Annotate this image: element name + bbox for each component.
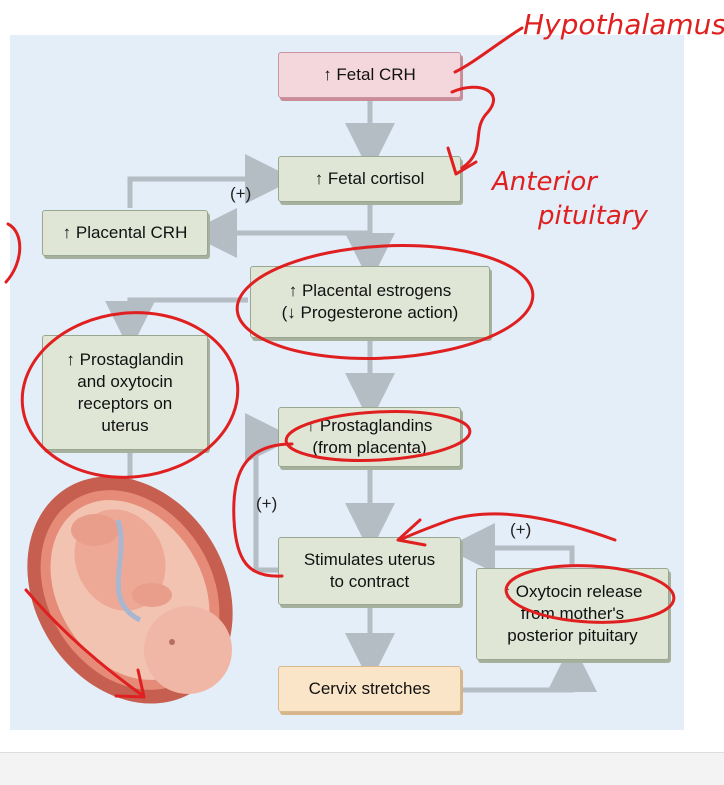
arrow-oxytocin-to-stimulates — [445, 523, 575, 573]
plus-label-prostaglandin: (+) — [256, 494, 278, 513]
plus-label-oxytocin: (+) — [510, 520, 532, 539]
ink-stroke-from-crh — [453, 26, 524, 74]
ink-arrowhead-fetus — [114, 668, 146, 699]
arrow-cervix-to-oxytocin — [462, 642, 597, 693]
bottom-strip — [0, 752, 724, 785]
receptors-line-4: uterus — [101, 415, 149, 435]
fetal-crh-box: ↑ Fetal CRH — [278, 52, 461, 98]
cervix-label: Cervix stretches — [308, 679, 431, 698]
handwritten-pituitary: pituitary — [537, 201, 648, 231]
loop-stimulates-to-prostaglandins — [245, 413, 295, 573]
stimulates-uterus-box: Stimulates uterus to contract — [278, 537, 461, 605]
placental-estrogens-box: ↑ Placental estrogens (↓ Progesterone ac… — [250, 266, 490, 338]
ink-circle-prostaglandins — [284, 410, 472, 462]
plus-label-cortisol: (+) — [230, 184, 252, 203]
ink-circle-receptors — [20, 311, 240, 479]
fetal-cortisol-box: ↑ Fetal cortisol — [278, 156, 461, 202]
placental-estrogens-line-1: ↑ Placental estrogens — [288, 281, 452, 300]
oxytocin-line-1: ↑ Oxytocin release — [502, 582, 643, 601]
oxytocin-line-3: posterior pituitary — [507, 626, 638, 645]
fetal-crh-label: ↑ Fetal CRH — [323, 65, 416, 84]
placental-crh-label: ↑ Placental CRH — [62, 223, 188, 242]
ink-circle-oxytocin — [504, 564, 676, 624]
loop-placental-crh-to-cortisol — [127, 154, 295, 208]
ink-circle-estrogens — [235, 244, 535, 360]
oxytocin-line-2: from mother's — [520, 604, 625, 623]
handwritten-hypothalamus: Hypothalamus — [523, 8, 724, 41]
stimulates-line-1: Stimulates uterus — [303, 550, 436, 569]
ink-left-bracket — [4, 222, 22, 284]
ink-arrowhead-uterus — [396, 518, 427, 547]
prostaglandin-receptors-box: ↑ Prostaglandin and oxytocin receptors o… — [42, 335, 208, 450]
receptors-line-1: ↑ Prostaglandin — [66, 349, 184, 369]
arrow-estrogens-to-receptors — [105, 297, 248, 351]
prostaglandins-line-2: (from placenta) — [312, 438, 427, 457]
handwritten-anterior: Anterior — [490, 167, 599, 197]
placental-crh-box: ↑ Placental CRH — [42, 210, 208, 256]
ink-arrow-oxytocin — [398, 512, 617, 542]
placental-estrogens-line-2: (↓ Progesterone action) — [281, 303, 459, 322]
prostaglandins-line-1: ↑ Prostaglandins — [306, 416, 433, 435]
ink-loop-left — [232, 442, 294, 578]
fetus-head — [144, 606, 232, 694]
stimulates-line-2: to contract — [329, 572, 410, 591]
prostaglandins-box: ↑ Prostaglandins (from placenta) — [278, 407, 461, 467]
fetal-cortisol-label: ↑ Fetal cortisol — [314, 169, 425, 188]
ink-curve-to-cortisol — [450, 85, 495, 170]
ink-arrow-fetus — [24, 588, 144, 697]
ink-arrowhead-cortisol — [446, 146, 478, 176]
receptors-line-3: receptors on — [77, 393, 173, 413]
cervix-stretches-box: Cervix stretches — [278, 666, 461, 712]
receptors-line-2: and oxytocin — [77, 371, 173, 391]
